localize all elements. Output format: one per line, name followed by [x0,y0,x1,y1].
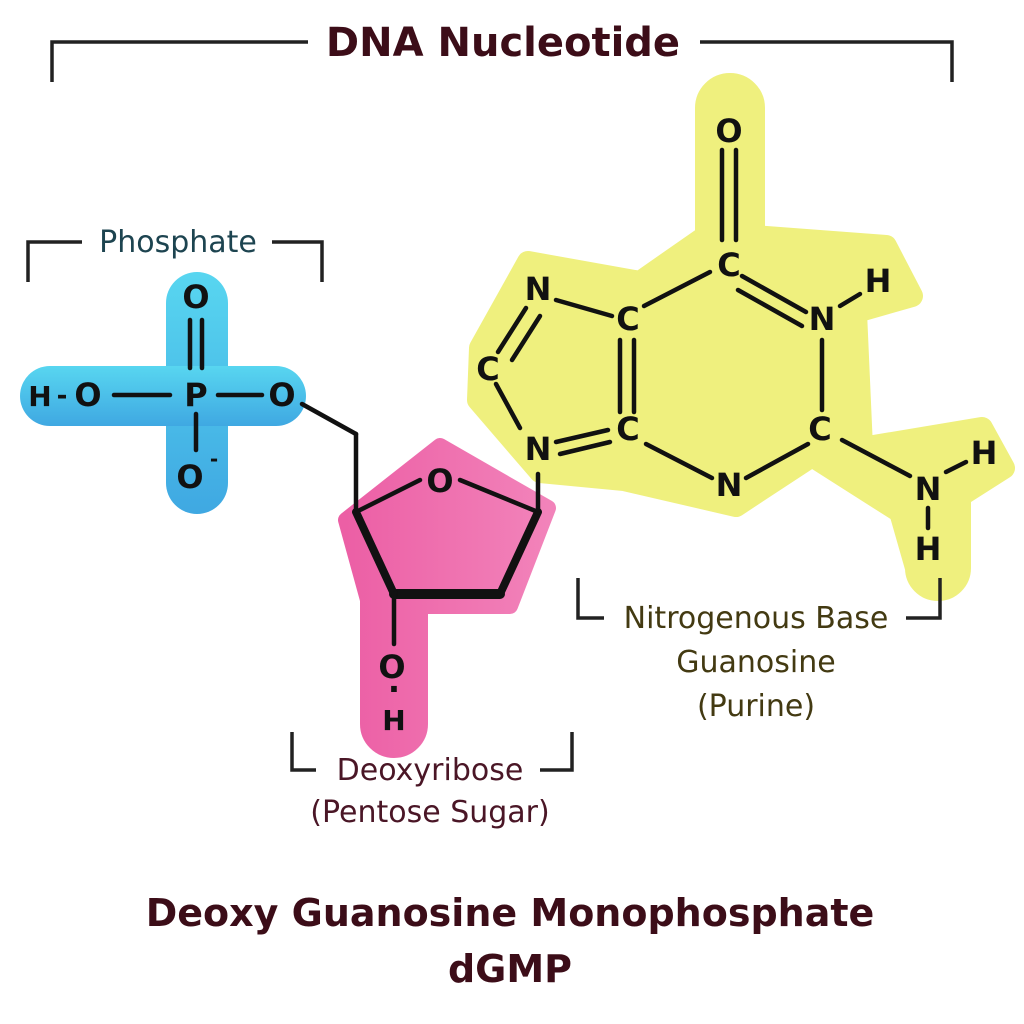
phosphate-label-group: Phosphate [26,225,324,282]
base-label-line1: Nitrogenous Base [624,601,889,636]
charge-minus: - [210,447,218,471]
sugar-label-line1: Deoxyribose [337,753,524,788]
bond-dot-left: - [57,381,68,411]
base-label-line2: Guanosine [676,645,835,680]
atom-n-top: N [809,300,836,338]
footer-name: Deoxy Guanosine Monophosphate [146,891,875,935]
atom-o-left: O [74,376,101,414]
atom-n-bottom: N [716,466,743,504]
base-highlight [467,73,1015,601]
phosphate-group: O P O - O O H - [28,278,295,496]
atom-c-fused-top: C [616,300,639,338]
atom-o-right: O [268,376,295,414]
atom-h-amine-bottom: H [915,530,942,568]
title-bracket [50,40,954,82]
page-title: DNA Nucleotide [326,20,680,66]
atom-n-amine: N [915,470,942,508]
base-label-line3: (Purine) [697,689,815,724]
atom-o-ring: O [426,462,453,500]
atom-c-carbonyl: C [717,246,740,284]
footer-abbreviation: dGMP [448,947,572,991]
sugar-group: O O · H [378,462,453,737]
phosphate-label: Phosphate [99,225,257,260]
atom-p: P [184,376,207,414]
atom-h-top: H [865,262,892,300]
atom-n-glycosidic: N [525,430,552,468]
base-group: O C N H C N C C N C N N H H [476,112,997,568]
bonds [111,147,969,647]
atom-c-five: C [476,350,499,388]
sugar-label-group: Deoxyribose (Pentose Sugar) [290,732,574,830]
atom-o-bottom: O [176,458,203,496]
atom-n-five-top: N [525,270,552,308]
atom-h-left: H [28,380,51,413]
atom-h-amine-right: H [971,434,998,472]
atom-h-hydroxyl: H [382,704,405,737]
atom-o-top: O [182,278,209,316]
atom-o-hydroxyl: O [378,648,405,686]
atom-o-carbonyl: O [715,112,742,150]
sugar-label-line2: (Pentose Sugar) [310,795,549,830]
base-label-group: Nitrogenous Base Guanosine (Purine) [576,578,942,724]
bond-dot-hydroxyl: · [388,670,400,708]
atom-c-right: C [808,410,831,448]
atom-c-fused-bottom: C [616,410,639,448]
